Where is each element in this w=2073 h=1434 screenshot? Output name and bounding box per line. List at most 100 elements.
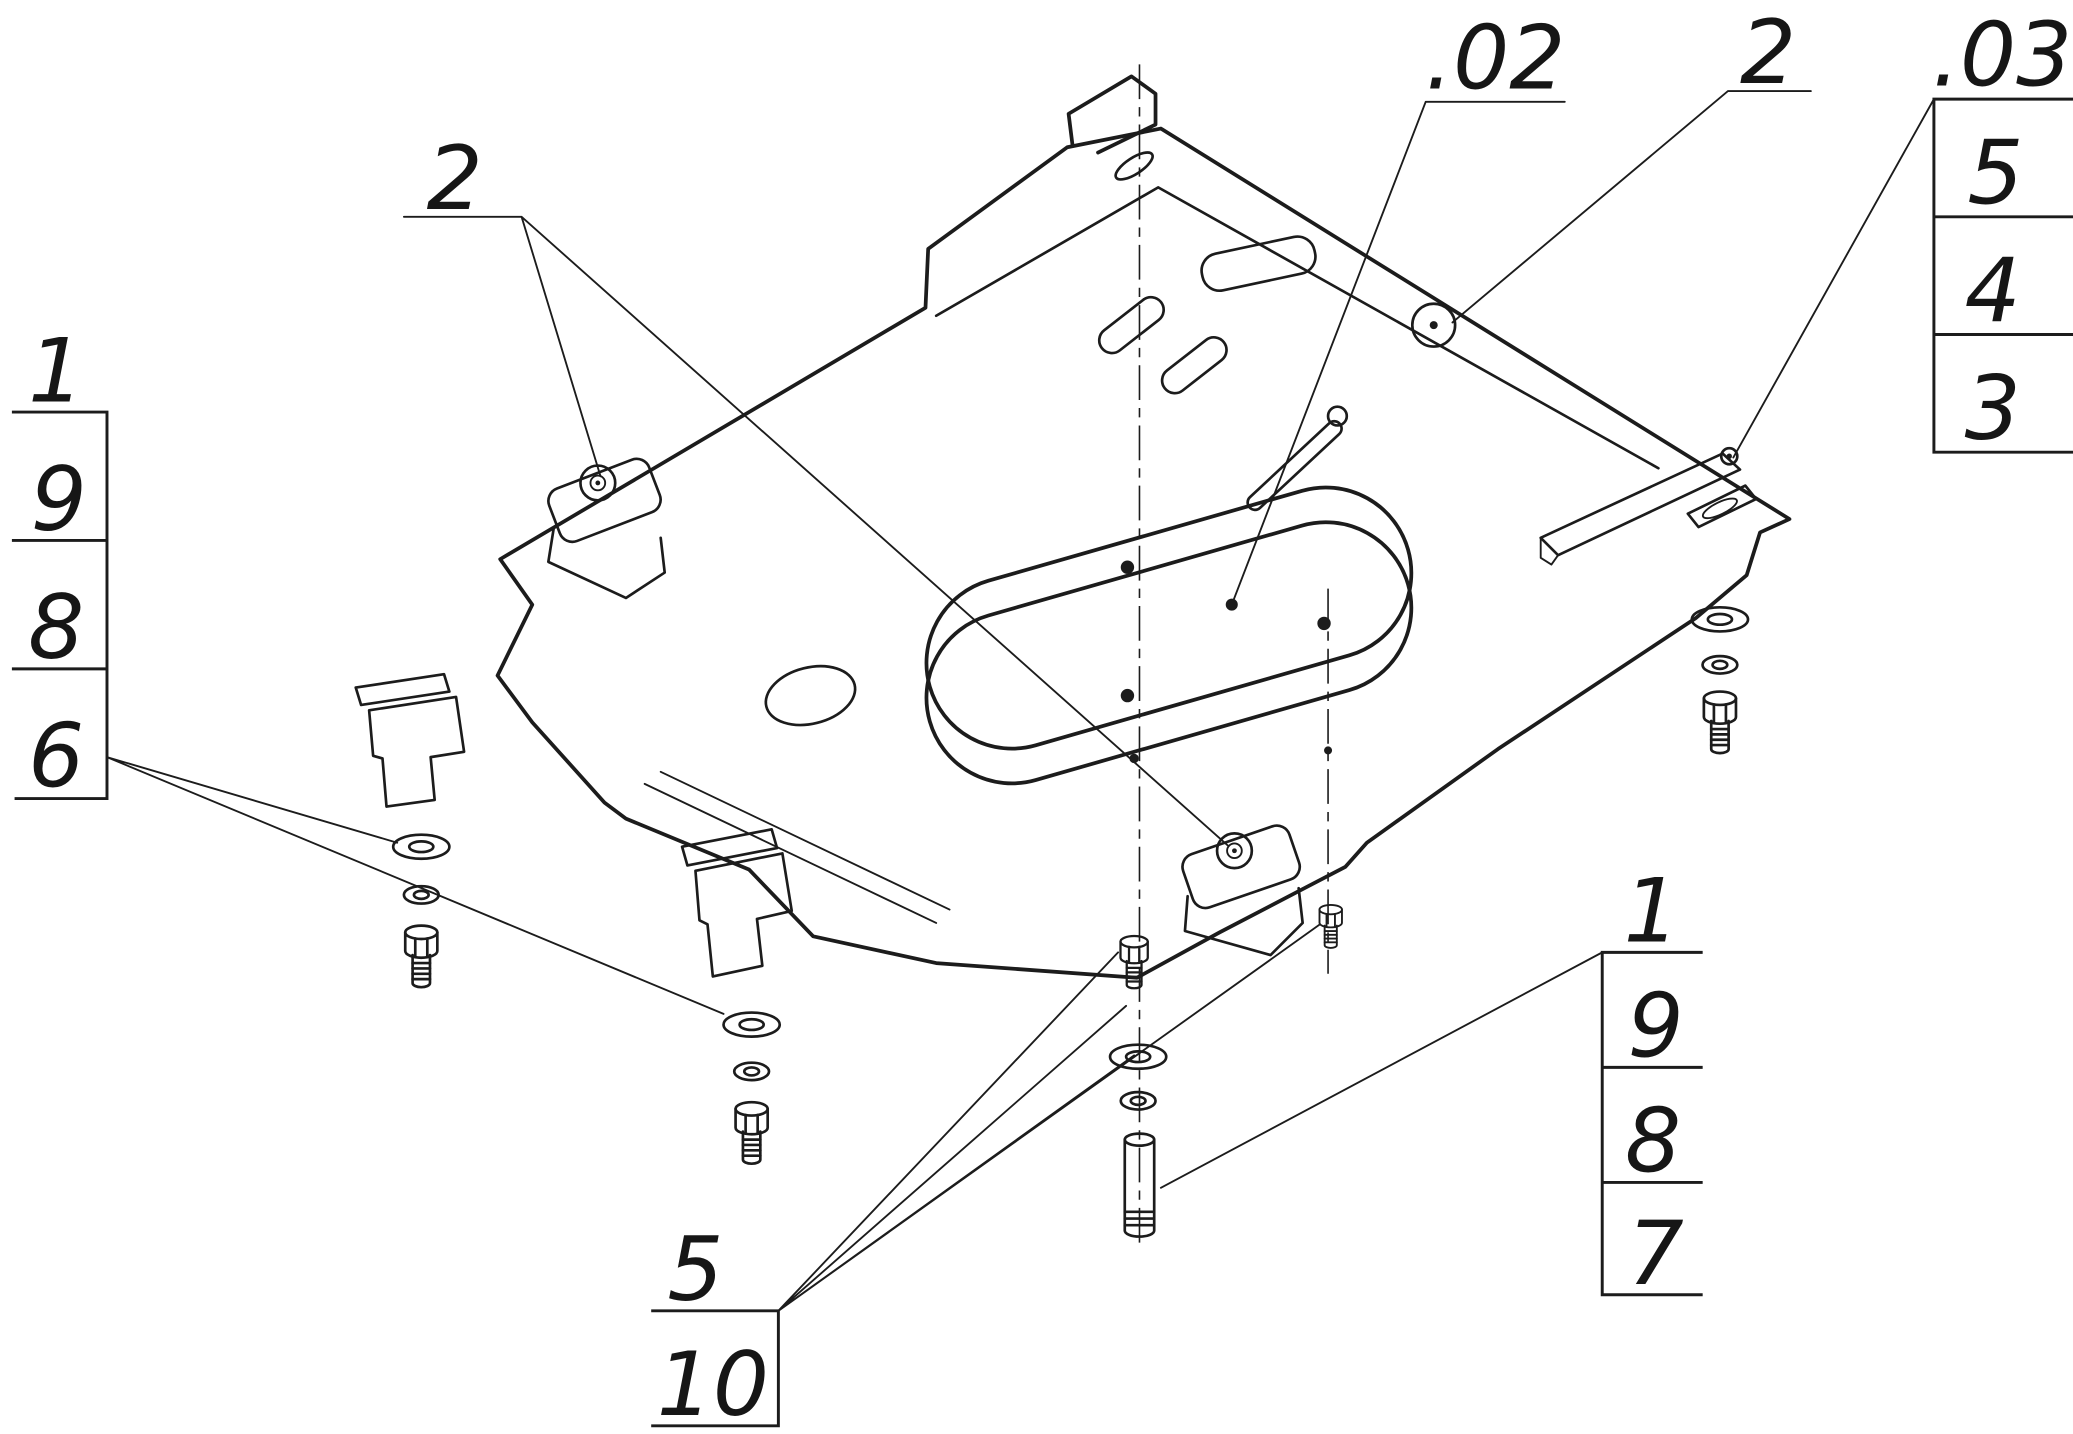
bracket-bolt-inner xyxy=(589,474,607,492)
bolt-point-bottom xyxy=(1120,688,1135,703)
reinforcement-top-outline xyxy=(924,485,1414,751)
channel-flange xyxy=(680,828,779,867)
channel-body xyxy=(367,695,466,808)
right-mount-tab xyxy=(1539,446,1758,566)
tab-slot xyxy=(1701,497,1738,520)
table-lines xyxy=(11,410,109,801)
bracket-plate xyxy=(1181,824,1302,910)
parts-table-left: 1 9 8 6 xyxy=(11,319,109,808)
bracket-plate xyxy=(547,457,662,544)
top-mount-tab xyxy=(1066,74,1158,155)
flat-washer xyxy=(722,1011,782,1038)
tab-end-fold xyxy=(1539,536,1560,566)
stiffener-rod-end xyxy=(1326,405,1349,427)
axis-dot-center xyxy=(1129,753,1139,764)
bracket-body xyxy=(1183,886,1304,957)
flat-washer xyxy=(1690,605,1750,633)
plate-outline xyxy=(495,126,1792,980)
table-cell: 6 xyxy=(28,705,84,808)
channel-bracket-upper-left xyxy=(354,672,466,808)
callout-right-tab: .03 xyxy=(1932,4,2072,107)
channel-bracket-lower-left xyxy=(680,828,794,978)
callout-target-dot xyxy=(1225,598,1238,611)
parts-table-bottom-center: 5 10 xyxy=(651,1218,780,1434)
vent-slot-rect xyxy=(1200,235,1317,292)
mount-hole-circle xyxy=(1410,302,1457,348)
centerlines xyxy=(1138,64,1329,1251)
table-cell: 9 xyxy=(1628,975,1684,1078)
table-cell: 3 xyxy=(1965,357,2021,460)
flat-washer xyxy=(391,833,451,861)
bracket-bolt-inner xyxy=(1226,842,1243,860)
table-cell: 4 xyxy=(1965,239,2021,342)
bolt-point-right xyxy=(1317,616,1331,631)
leader-center-fasteners xyxy=(777,923,1321,1312)
callout-top-hole: 2 xyxy=(1740,1,1796,104)
leader-lines xyxy=(106,90,1935,1312)
bracket-bolt-head xyxy=(579,464,617,502)
lock-washer xyxy=(1119,1090,1157,1111)
slot-top-small xyxy=(1114,151,1154,181)
table-cell: 5 xyxy=(1967,121,2023,224)
plate-hole-left xyxy=(764,664,857,727)
table-lines xyxy=(1600,950,1703,1297)
tab-bolt-head xyxy=(1719,446,1739,466)
fastener-group-center-left xyxy=(722,1011,782,1166)
vent-slot-left xyxy=(1097,295,1165,355)
tab-small-plate xyxy=(1686,484,1758,529)
bracket-body xyxy=(547,527,667,600)
bracket-bolt-dot xyxy=(1232,848,1237,854)
fastener-group-right xyxy=(1690,605,1750,755)
fastener-group-center-right xyxy=(1318,903,1343,949)
leader-center-point xyxy=(1230,100,1566,606)
skid-plate xyxy=(495,74,1792,980)
table-lines xyxy=(1932,97,2073,454)
bracket-bolt-dot xyxy=(595,480,601,486)
callout-center-point: .02 xyxy=(1425,6,1565,109)
hex-bolt xyxy=(403,924,439,989)
stiffener-rod xyxy=(1246,419,1343,512)
parts-table-bottom-right: 1 9 8 7 xyxy=(1600,860,1703,1305)
axis-dot-right xyxy=(1324,746,1333,755)
leader-long-bolt xyxy=(1159,951,1604,1189)
table-cell: 1 xyxy=(28,319,84,422)
parts-table-top-right: 5 4 3 xyxy=(1932,97,2073,460)
hex-bolt xyxy=(1702,690,1738,755)
channel-flange xyxy=(354,672,451,707)
flat-washer xyxy=(1108,1043,1168,1071)
front-mount-bracket-left xyxy=(547,457,667,600)
bracket-bolt-head xyxy=(1215,832,1254,870)
lock-washer xyxy=(1701,654,1739,675)
channel-body xyxy=(694,852,794,978)
callout-labels: 2 .02 2 .03 xyxy=(427,1,2073,230)
tab-strip xyxy=(1539,452,1742,557)
fold-line-top xyxy=(934,186,1660,470)
small-hex-bolt xyxy=(1119,934,1149,990)
tab-bolt-dot xyxy=(1726,453,1732,459)
fastener-group-center xyxy=(1108,934,1168,1238)
mount-hole-center-dot xyxy=(1429,321,1438,330)
fold-lines-bottom xyxy=(643,770,951,924)
bolt-point-top xyxy=(1120,560,1135,574)
leader-brackets xyxy=(402,215,1229,847)
reinforcement-plate xyxy=(924,405,1414,786)
hex-bolt xyxy=(734,1100,770,1166)
leader-top-hole xyxy=(1451,90,1812,324)
reinforcement-bottom-outline xyxy=(924,520,1414,786)
lock-washer xyxy=(732,1061,771,1082)
callout-bracket-pair: 2 xyxy=(427,127,483,230)
table-cell: 7 xyxy=(1628,1202,1684,1305)
leader-right-tab xyxy=(1732,98,1935,459)
fastener-group-left xyxy=(391,833,451,989)
vent-slot-right xyxy=(1160,335,1228,395)
table-cell: 9 xyxy=(31,448,87,551)
long-bolt xyxy=(1123,1132,1156,1238)
table-cell: 1 xyxy=(1624,860,1680,963)
table-cell: 8 xyxy=(1625,1090,1681,1193)
table-cell: 5 xyxy=(667,1218,723,1321)
table-cell: 8 xyxy=(28,576,84,679)
table-cell: 10 xyxy=(657,1333,769,1434)
table-lines xyxy=(651,1309,780,1428)
center-mount-bracket xyxy=(1181,824,1304,957)
